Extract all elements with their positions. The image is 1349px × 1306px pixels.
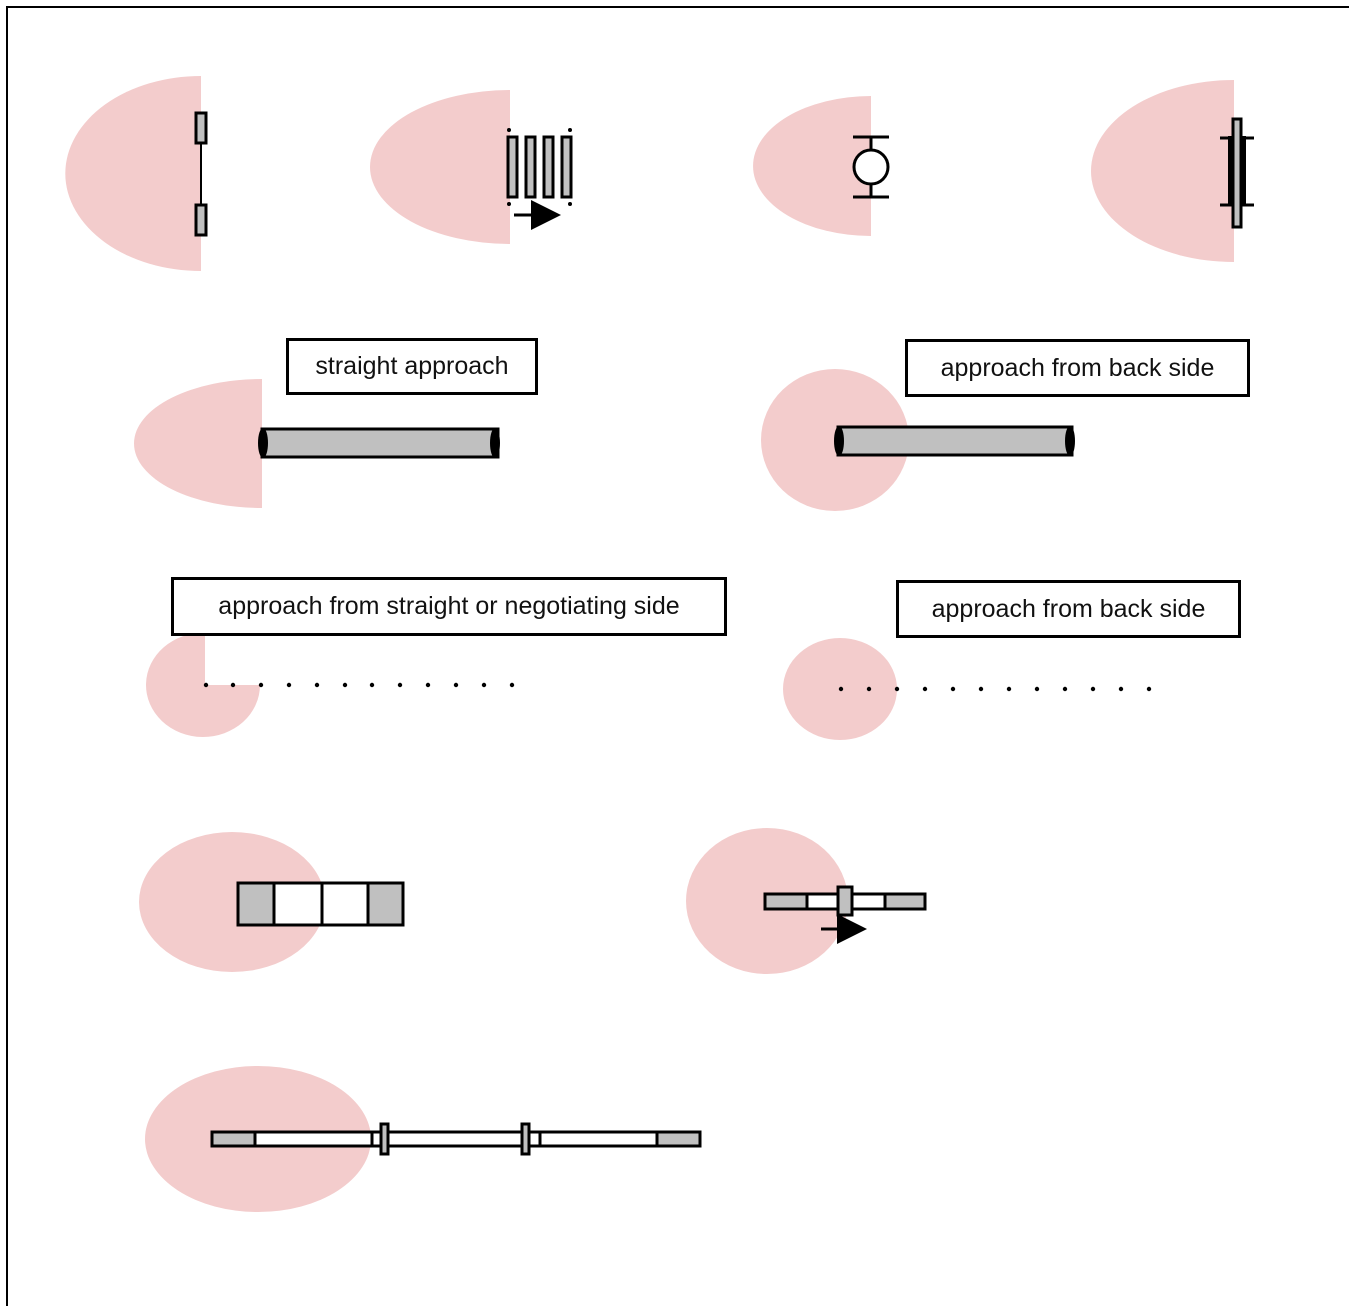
approach-zone	[1091, 80, 1234, 262]
label-approach-from-back-side: approach from back side	[905, 339, 1250, 397]
approach-zone	[146, 632, 260, 737]
approach-zone	[65, 76, 202, 271]
ground-line-back-side-approach	[783, 638, 1152, 740]
diagram-frame	[6, 6, 1349, 1306]
see-saw-element	[686, 828, 927, 974]
approach-zone	[753, 96, 871, 236]
solid-panel-element	[1091, 80, 1254, 262]
label-approach-from-back-side-2: approach from back side	[896, 580, 1241, 638]
approach-zone	[370, 90, 510, 244]
vertical-poles-element	[65, 76, 208, 271]
box-element	[139, 832, 405, 972]
dotted-ground-line	[838, 686, 1152, 692]
ring-element	[753, 96, 890, 236]
label-straight-approach: straight approach	[286, 338, 538, 395]
label-approach-from-straight-or-negotiating-side: approach from straight or negotiating si…	[171, 577, 727, 636]
tube-straight-approach	[134, 379, 500, 508]
dotted-ground-line	[203, 682, 515, 688]
tube-back-side-approach	[761, 369, 1075, 511]
palisade-element	[370, 90, 573, 244]
ground-line-straight-approach	[146, 632, 515, 737]
dog-walk-element	[145, 1066, 702, 1212]
approach-zone	[134, 379, 262, 508]
approach-zone	[139, 832, 325, 972]
